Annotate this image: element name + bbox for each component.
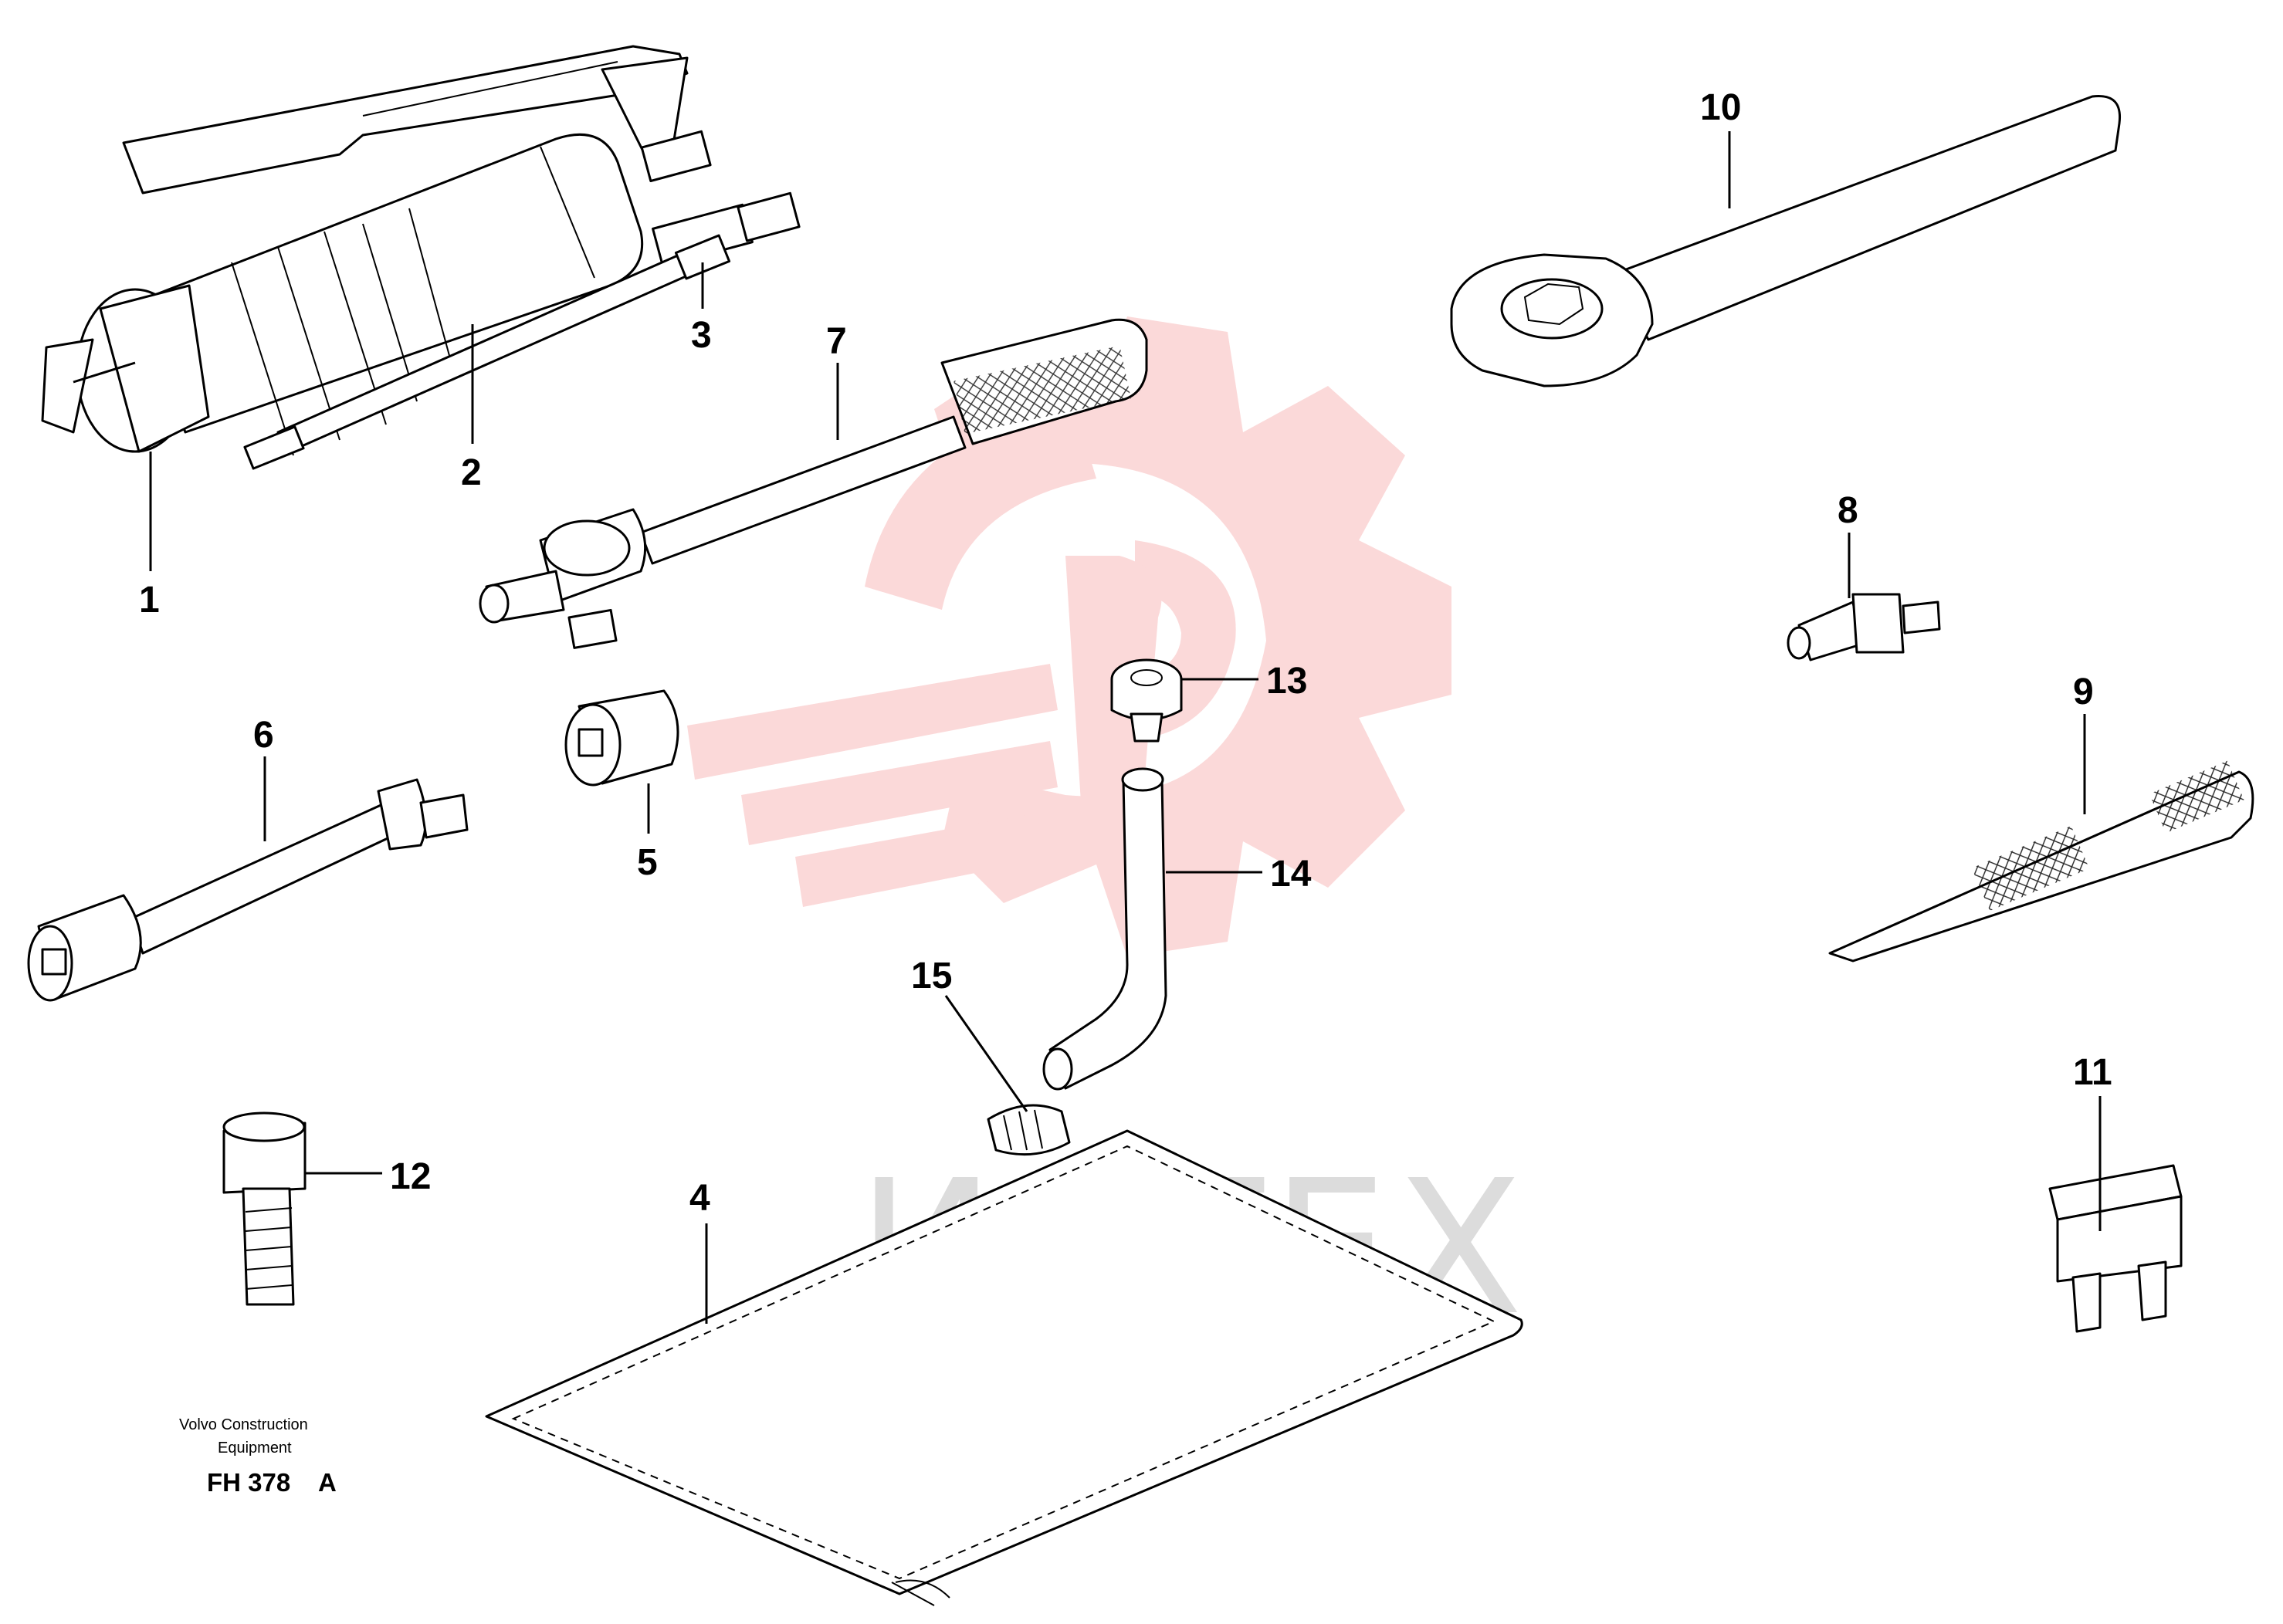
callout-3: 3	[691, 315, 712, 356]
caption-code: FH 378	[207, 1468, 290, 1497]
caption-line-1: Volvo Construction	[179, 1416, 308, 1433]
callout-9: 9	[2073, 672, 2094, 712]
centre-punch	[1828, 760, 2254, 963]
socket	[564, 689, 679, 787]
callout-4: 4	[689, 1178, 710, 1219]
caption-suffix: A	[318, 1468, 337, 1497]
diagram-caption: Volvo Construction Equipment FH 378 A	[179, 1416, 337, 1497]
caption-line-2: Equipment	[218, 1440, 292, 1457]
grease-nipple	[1787, 593, 1941, 661]
callout-13: 13	[1266, 661, 1307, 702]
blade-fuse	[2048, 1164, 2183, 1333]
ring-spanner	[1450, 94, 2122, 387]
callout-2: 2	[461, 452, 482, 493]
callout-15: 15	[911, 956, 952, 996]
extension-bar	[27, 778, 469, 1002]
callout-12: 12	[390, 1156, 431, 1197]
leader-lines	[149, 131, 2102, 1324]
hose-clamp	[987, 1104, 1071, 1156]
callout-5: 5	[637, 842, 658, 883]
callout-6: 6	[253, 715, 274, 756]
hose-fitting	[1110, 658, 1183, 743]
callout-10: 10	[1700, 87, 1741, 128]
callout-labels: 1 2 3 4 5 6 7 8 9 10 11 12 13 14 15	[139, 87, 2112, 1219]
hose	[1042, 767, 1167, 1091]
callout-1: 1	[139, 580, 160, 621]
ratchet-handle	[479, 318, 1148, 649]
callout-7: 7	[826, 321, 847, 362]
callout-8: 8	[1838, 490, 1858, 531]
tool-bag	[485, 1129, 1523, 1606]
grease-gun	[41, 45, 801, 470]
cap-screw	[222, 1111, 307, 1306]
callout-14: 14	[1270, 854, 1312, 895]
callout-11: 11	[2073, 1052, 2112, 1093]
watermark-gear-logo	[687, 316, 1451, 957]
